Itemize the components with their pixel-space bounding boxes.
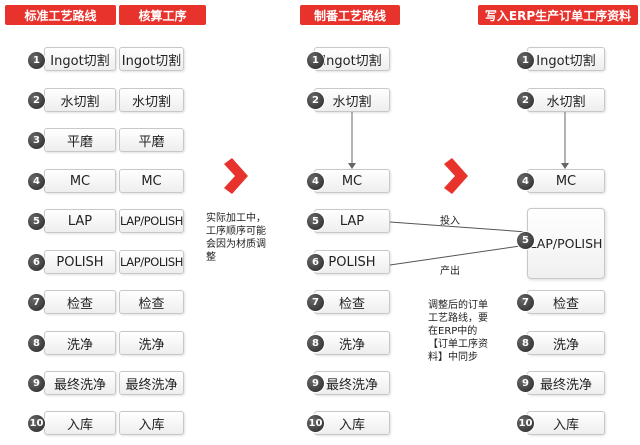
manufacturing-step-water-cutting: 水切割	[314, 88, 390, 112]
costing-step-lap-polish-2: LAP/POLISH	[119, 250, 184, 274]
header-erp-order-process: 写入ERP生产订单工序资料	[478, 5, 638, 25]
header-standard-route: 标准工艺路线	[5, 5, 116, 25]
erp-step-washing: 洗净	[527, 331, 605, 355]
standard-step-mc: MC	[44, 169, 116, 193]
red-chevron-arrow-left	[224, 158, 248, 194]
standard-step-water-cutting: 水切割	[44, 88, 116, 112]
note-actual-processing: 实际加工中， 工序顺序可能 会因为材质调 整	[206, 213, 266, 263]
step-number-8: 8	[28, 335, 45, 352]
step-number-9: 9	[307, 375, 324, 392]
manufacturing-step-ingot-cutting: Ingot切割	[314, 47, 390, 71]
erp-step-final-washing: 最终洗净	[527, 371, 605, 395]
costing-step-inspection: 检查	[119, 290, 184, 314]
standard-step-polish: POLISH	[44, 250, 116, 274]
standard-step-surface-grinding: 平磨	[44, 128, 116, 152]
step-number-4: 4	[517, 173, 534, 190]
step-number-6: 6	[28, 254, 45, 271]
step-number-5: 5	[28, 213, 45, 230]
step-number-7: 7	[28, 294, 45, 311]
step-number-9: 9	[517, 375, 534, 392]
step-number-7: 7	[307, 294, 324, 311]
standard-step-washing: 洗净	[44, 331, 116, 355]
red-chevron-arrow-right	[444, 158, 468, 194]
costing-step-water-cutting: 水切割	[119, 88, 184, 112]
step-number-8: 8	[307, 335, 324, 352]
manufacturing-step-final-washing: 最终洗净	[314, 371, 390, 395]
standard-step-ingot-cutting: Ingot切割	[44, 47, 116, 71]
step-number-10: 10	[28, 415, 45, 432]
standard-step-lap: LAP	[44, 209, 116, 233]
erp-step-lap-polish-merged: LAP/POLISH	[527, 208, 605, 279]
step-number-7: 7	[517, 294, 534, 311]
step-number-2: 2	[517, 92, 534, 109]
erp-step-mc: MC	[527, 169, 605, 193]
manufacturing-step-lap: LAP	[314, 209, 390, 233]
step-number-2: 2	[307, 92, 324, 109]
erp-step-water-cutting: 水切割	[527, 88, 605, 112]
manufacturing-step-warehousing: 入库	[314, 411, 390, 435]
step-number-9: 9	[28, 375, 45, 392]
standard-step-inspection: 检查	[44, 290, 116, 314]
step-number-1: 1	[307, 52, 324, 69]
header-manufacturing-route: 制番工艺路线	[300, 5, 400, 25]
costing-step-final-washing: 最终洗净	[119, 371, 184, 395]
step-number-5: 5	[307, 213, 324, 230]
costing-step-washing: 洗净	[119, 331, 184, 355]
step-number-1: 1	[517, 52, 534, 69]
costing-step-mc: MC	[119, 169, 184, 193]
note-adjusted-route: 调整后的订单 工艺路线，要 在ERP中的 【订单工序资 料】中同步	[428, 300, 488, 363]
step-number-2: 2	[28, 92, 45, 109]
erp-step-ingot-cutting: Ingot切割	[527, 47, 605, 71]
step-number-6: 6	[307, 254, 324, 271]
costing-step-lap-polish-1: LAP/POLISH	[119, 209, 184, 233]
output-label: 产出	[440, 266, 460, 277]
step-number-5: 5	[517, 232, 534, 249]
costing-step-ingot-cutting: Ingot切割	[119, 47, 184, 71]
erp-step-inspection: 检查	[527, 290, 605, 314]
standard-step-warehousing: 入库	[44, 411, 116, 435]
standard-step-final-washing: 最终洗净	[44, 371, 116, 395]
step-number-4: 4	[28, 173, 45, 190]
step-number-10: 10	[517, 415, 534, 432]
manufacturing-step-inspection: 检查	[314, 290, 390, 314]
step-number-3: 3	[28, 132, 45, 149]
step-number-4: 4	[307, 173, 324, 190]
erp-step-warehousing: 入库	[527, 411, 605, 435]
step-number-1: 1	[28, 52, 45, 69]
input-label: 投入	[440, 216, 460, 227]
manufacturing-step-washing: 洗净	[314, 331, 390, 355]
manufacturing-step-mc: MC	[314, 169, 390, 193]
step-number-8: 8	[517, 335, 534, 352]
step-number-10: 10	[307, 415, 324, 432]
costing-step-surface-grinding: 平磨	[119, 128, 184, 152]
costing-step-warehousing: 入库	[119, 411, 184, 435]
header-costing-process: 核算工序	[119, 5, 206, 25]
